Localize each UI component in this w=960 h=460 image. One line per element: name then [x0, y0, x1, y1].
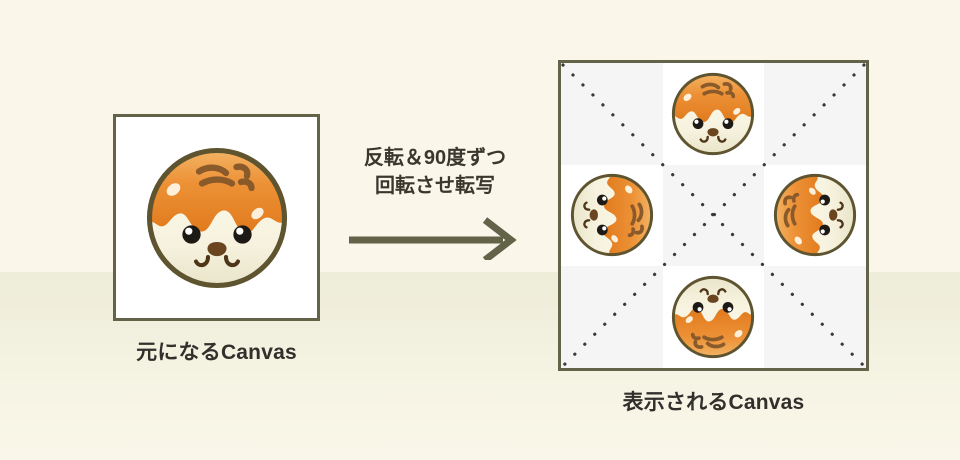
takoyaki-cat-face-icon-bottom [669, 273, 757, 361]
cell-bottom-left [561, 266, 663, 368]
transform-note-line-2: 回転させ転写 [375, 175, 495, 197]
takoyaki-cat-face-icon-left [568, 171, 656, 259]
takoyaki-cat-face-icon-top [669, 70, 757, 158]
source-canvas [113, 114, 320, 321]
cell-center [662, 164, 765, 267]
cell-top-center [662, 63, 765, 165]
cell-bottom-right [764, 266, 866, 368]
display-canvas [558, 60, 869, 371]
takoyaki-cat-face-icon [142, 143, 292, 293]
cell-top-right [764, 63, 866, 165]
display-canvas-grid [561, 63, 866, 368]
cell-top-left [561, 63, 663, 165]
transform-annotation: 反転＆90度ずつ 回転させ転写 [345, 144, 525, 200]
cell-middle-left [561, 164, 663, 267]
cell-bottom-center [662, 266, 765, 368]
takoyaki-cat-face-icon-right [771, 171, 859, 259]
cell-middle-right [764, 164, 866, 267]
arrow-right-icon [349, 217, 517, 260]
source-canvas-caption: 元になるCanvas [136, 341, 297, 364]
display-canvas-caption: 表示されるCanvas [622, 391, 805, 414]
transform-note-line-1: 反転＆90度ずつ [363, 147, 507, 169]
